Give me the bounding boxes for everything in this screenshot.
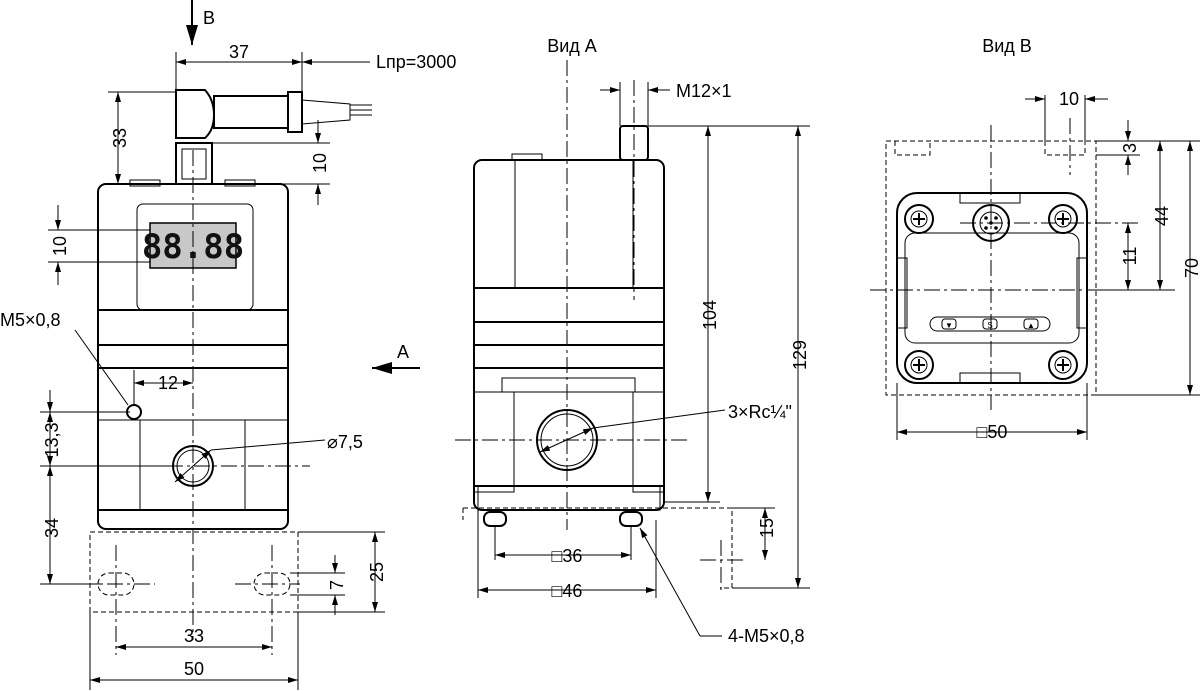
dim-10-b: 10 bbox=[1059, 89, 1079, 109]
view-b-arrow-label: B bbox=[203, 8, 215, 28]
dim-33: 33 bbox=[110, 128, 130, 148]
up-icon: ▲ bbox=[1027, 321, 1035, 330]
side-grip-left bbox=[97, 419, 141, 511]
display-bezel bbox=[136, 203, 254, 311]
port-diameter-label: ⌀7,5 bbox=[327, 432, 363, 452]
dim-3: 3 bbox=[1120, 143, 1140, 153]
down-icon: ▼ bbox=[945, 321, 953, 330]
connector-nut bbox=[287, 91, 303, 133]
dim-10-connector: 10 bbox=[310, 153, 330, 173]
view-a-body bbox=[473, 159, 665, 511]
view-b: Вид B bbox=[870, 36, 1200, 442]
dim-33-holes: 33 bbox=[184, 626, 204, 646]
view-a-window bbox=[514, 159, 634, 289]
dim-129: 129 bbox=[790, 340, 810, 370]
ports-label: 3×Rc¼" bbox=[728, 402, 792, 422]
screw bbox=[904, 204, 934, 234]
down-button[interactable] bbox=[941, 318, 957, 330]
m12-label: M12×1 bbox=[676, 81, 732, 101]
dim-50-b: □50 bbox=[977, 422, 1008, 442]
dim-50: 50 bbox=[184, 659, 204, 679]
screw bbox=[1048, 204, 1078, 234]
view-b-title: Вид B bbox=[982, 36, 1032, 56]
cable-strain bbox=[301, 99, 351, 125]
cover-bump bbox=[224, 179, 256, 187]
connector-plug bbox=[213, 95, 289, 129]
dim-11: 11 bbox=[1120, 247, 1140, 266]
dim-36: □36 bbox=[552, 546, 583, 566]
m12-fitting bbox=[619, 125, 649, 161]
set-icon: S bbox=[987, 321, 992, 330]
dim-44: 44 bbox=[1152, 206, 1172, 226]
view-a-arrow-label: A bbox=[397, 342, 409, 362]
view-b-body bbox=[896, 192, 1088, 384]
cover-bump bbox=[129, 179, 161, 187]
up-button[interactable] bbox=[1023, 318, 1039, 330]
m5-thread-label: M5×0,8 bbox=[0, 310, 61, 330]
set-button[interactable] bbox=[982, 318, 998, 330]
connector-elbow bbox=[175, 89, 216, 139]
dim-25: 25 bbox=[367, 562, 387, 582]
dim-34: 34 bbox=[42, 518, 62, 538]
connector-body bbox=[175, 142, 213, 185]
dim-15: 15 bbox=[757, 518, 777, 538]
front-view: B 88.88 ⌀7,5 M5×0,8 bbox=[0, 0, 456, 690]
mount-threads-label: 4-M5×0,8 bbox=[728, 626, 805, 646]
dim-104: 104 bbox=[700, 300, 720, 330]
mount-plate bbox=[89, 531, 299, 613]
leader-line bbox=[210, 439, 326, 451]
screw bbox=[1048, 350, 1078, 380]
view-a: Вид A 3×Rc¼" bbox=[455, 36, 810, 646]
side-grip-right bbox=[244, 419, 289, 511]
dim-37: 37 bbox=[229, 42, 249, 62]
dim-13-3: 13,3 bbox=[42, 422, 62, 457]
dim-10-display: 10 bbox=[50, 236, 70, 256]
cable-length-label: Lпр=3000 bbox=[376, 52, 456, 72]
view-a-title: Вид A bbox=[547, 36, 597, 56]
port-diameter-line bbox=[174, 449, 212, 483]
screw bbox=[904, 350, 934, 380]
view-a-plate bbox=[463, 507, 733, 589]
dim-7: 7 bbox=[327, 580, 347, 590]
connector-inner bbox=[181, 148, 207, 180]
dim-12: 12 bbox=[158, 373, 178, 393]
leader-line bbox=[74, 329, 129, 406]
dim-70: 70 bbox=[1182, 258, 1200, 278]
button-panel bbox=[929, 316, 1051, 332]
dim-46: □46 bbox=[552, 581, 583, 601]
